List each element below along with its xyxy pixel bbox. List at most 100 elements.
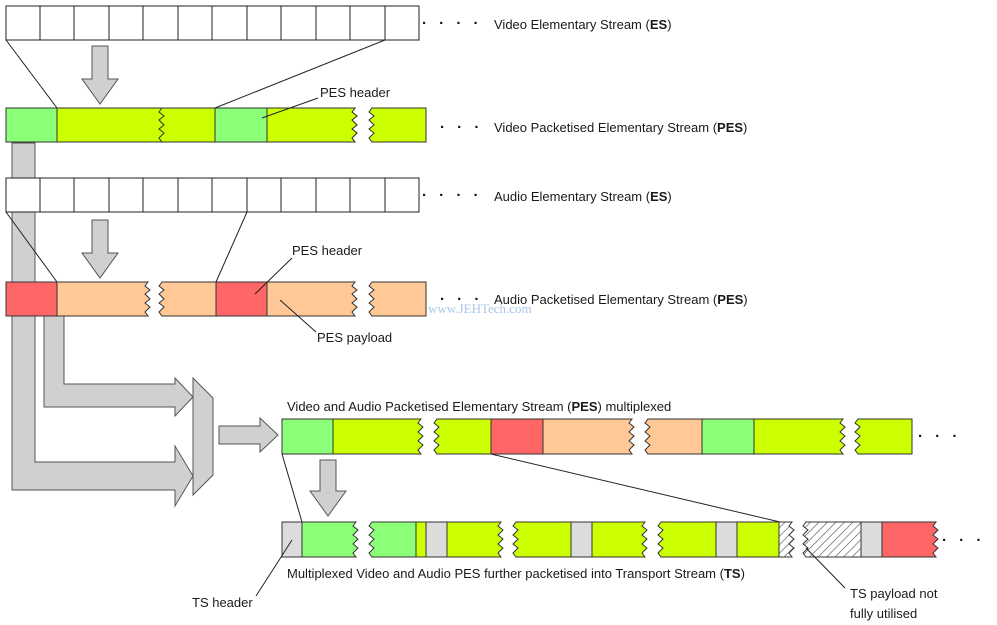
video-es-row <box>5 5 420 41</box>
video-pes-payload-block <box>266 107 358 143</box>
ts-video-payload-block <box>736 521 780 558</box>
ts-video-payload-block <box>512 521 572 558</box>
mux-ellipsis: · · · <box>918 428 961 445</box>
callout-line <box>279 299 317 333</box>
es-cell <box>315 5 351 41</box>
callout-line <box>255 539 293 597</box>
watermark: www.JEHTech.com <box>428 301 532 316</box>
es-cell <box>73 5 110 41</box>
mux-video-payload-block <box>332 418 424 455</box>
ts-header-block <box>570 521 593 558</box>
mux-down-arrow <box>309 459 347 517</box>
video-pes-payload-block <box>158 107 216 143</box>
es-cell <box>108 177 144 213</box>
es-cell <box>315 177 351 213</box>
mapping-line <box>490 453 781 523</box>
mux-pes-row <box>281 418 913 455</box>
ts-unused-payload-block <box>802 521 862 558</box>
audio-es-down-arrow <box>81 219 119 279</box>
ts-not-utilised-callout-line1: TS payload not <box>850 586 938 601</box>
multiplexer-shape <box>192 376 214 497</box>
ts-audio-header-block <box>881 521 939 558</box>
mux-video-payload-block <box>753 418 846 455</box>
es-cell <box>177 5 213 41</box>
ts-row <box>281 521 939 558</box>
video-pes-row <box>5 107 427 143</box>
ts-video-header-block <box>368 521 417 558</box>
audio-es-row <box>5 177 420 213</box>
audio-pes-payload-block <box>56 281 151 317</box>
es-cell <box>349 5 386 41</box>
mux-label: Video and Audio Packetised Elementary St… <box>287 399 671 414</box>
es-cell <box>142 177 179 213</box>
video-pes-header-block <box>214 107 268 143</box>
video-es-ellipsis: · · · · <box>422 15 482 32</box>
es-cell <box>211 177 248 213</box>
es-cell <box>73 177 110 213</box>
es-cell <box>39 177 75 213</box>
mapping-line <box>281 453 303 523</box>
audio-pes-payload-block <box>158 281 217 317</box>
es-cell <box>5 5 41 41</box>
ts-video-payload-block <box>657 521 717 558</box>
audio-pes-ellipsis: · · · <box>440 291 483 308</box>
pes-payload-callout: PES payload <box>317 330 392 345</box>
mux-video-header-block <box>701 418 755 455</box>
ts-not-utilised-callout-line2: fully utilised <box>850 606 917 621</box>
audio-pes-header-block <box>5 281 58 317</box>
ts-header-block <box>425 521 448 558</box>
ts-header-block <box>860 521 883 558</box>
callout-line <box>261 97 319 119</box>
mux-output-arrow <box>218 416 279 454</box>
es-cell <box>177 177 213 213</box>
callout-line <box>254 257 293 295</box>
video-es-label: Video Elementary Stream (ES) <box>494 17 672 32</box>
es-cell <box>108 5 144 41</box>
audio-to-mux-arrow <box>43 315 194 418</box>
ts-video-payload-block <box>591 521 648 558</box>
ts-ellipsis: · · · <box>942 532 985 549</box>
audio-es-label: Audio Elementary Stream (ES) <box>494 189 672 204</box>
ts-video-payload-block <box>446 521 504 558</box>
es-cell <box>349 177 386 213</box>
audio-pes-payload-block <box>368 281 427 317</box>
es-cell <box>39 5 75 41</box>
mapping-line <box>5 211 58 283</box>
es-cell <box>246 177 282 213</box>
audio-pes-row <box>5 281 427 317</box>
mapping-line <box>214 39 386 109</box>
ts-unused-payload-block <box>778 521 795 558</box>
ts-label: Multiplexed Video and Audio PES further … <box>287 566 745 581</box>
audio-pes-header-block <box>215 281 268 317</box>
mux-audio-payload-block <box>644 418 703 455</box>
mux-audio-payload-block <box>542 418 635 455</box>
mux-audio-header-block <box>490 418 544 455</box>
video-pes-label: Video Packetised Elementary Stream (PES) <box>494 120 747 135</box>
video-pes-header-callout: PES header <box>320 85 391 100</box>
video-pes-payload-block <box>368 107 427 143</box>
es-cell <box>384 177 420 213</box>
video-es-down-arrow <box>81 45 119 105</box>
mapping-line <box>5 39 58 109</box>
es-cell <box>211 5 248 41</box>
es-cell <box>246 5 282 41</box>
es-cell <box>384 5 420 41</box>
callout-line <box>805 547 846 589</box>
es-cell <box>142 5 179 41</box>
video-pes-ellipsis: · · · <box>440 119 483 136</box>
audio-es-ellipsis: · · · · <box>422 187 482 204</box>
video-pes-header-block <box>5 107 58 143</box>
ts-video-header-block <box>301 521 359 558</box>
es-cell <box>280 5 317 41</box>
audio-pes-payload-block <box>266 281 358 317</box>
mux-video-payload-block <box>854 418 913 455</box>
mapping-line <box>215 211 248 283</box>
mux-video-header-block <box>281 418 334 455</box>
audio-pes-label: Audio Packetised Elementary Stream (PES) <box>494 292 748 307</box>
es-cell <box>5 177 41 213</box>
ts-header-block <box>715 521 738 558</box>
mux-video-payload-block <box>433 418 492 455</box>
ts-video-payload-block <box>415 521 427 558</box>
audio-pes-header-callout: PES header <box>292 243 363 258</box>
